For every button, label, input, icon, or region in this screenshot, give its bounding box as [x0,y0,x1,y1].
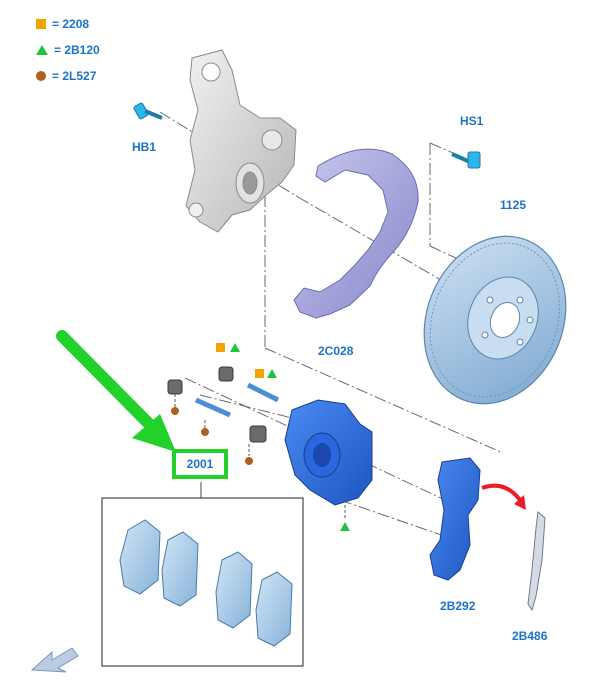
rotation-arrow [481,483,526,510]
anti-rattle-clip [527,511,546,612]
legend-item-2l527: = 2L527 [36,68,96,84]
part-label-disc[interactable]: 1125 [500,198,527,212]
part-label-clip[interactable]: 2B486 [512,629,548,643]
triangle-marker-icon [36,45,48,55]
part-label-splash-shield[interactable]: 2C028 [318,344,354,358]
caliper-bracket [429,457,481,581]
hs1-bolt-graphic [451,151,481,169]
legend-text: = 2208 [52,17,90,31]
legend-text: = 2B120 [54,43,100,57]
part-label-bracket[interactable]: 2B292 [440,599,476,613]
steering-knuckle [185,49,297,233]
legend-item-2b120: = 2B120 [36,42,100,58]
splash-shield [293,148,419,319]
hb1-bolt-graphic [133,102,163,120]
brake-pads-box [101,482,304,667]
caliper-hardware [167,343,280,465]
square-marker-icon [36,19,46,29]
part-label-hb1[interactable]: HB1 [132,140,157,154]
part-label-hs1[interactable]: HS1 [460,114,484,128]
brake-disc [423,235,567,405]
brake-pads-code: 2001 [186,457,214,471]
pointer-arrow [56,330,176,452]
back-arrow-icon[interactable] [30,647,79,673]
part-label-brake-pads[interactable]: 2001 [172,449,228,479]
circle-marker-icon [36,71,46,81]
brake-caliper [284,399,373,531]
legend-item-2208: = 2208 [36,16,89,32]
legend-text: = 2L527 [52,69,97,83]
